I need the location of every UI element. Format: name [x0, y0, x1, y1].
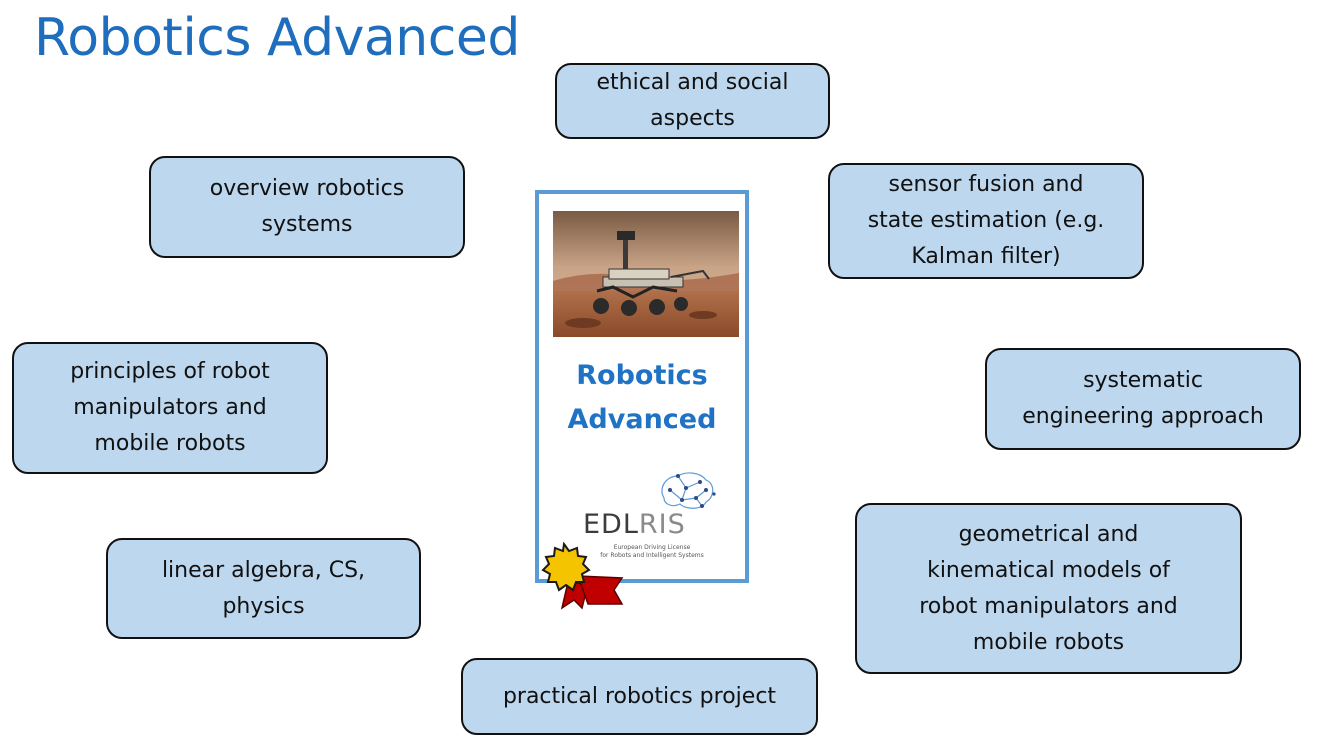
- logo-text-dark: EDL: [583, 509, 639, 540]
- topic-systematic-engineering: systematic engineering approach: [985, 348, 1301, 450]
- topic-label: overview robotics systems: [209, 176, 405, 237]
- topic-label: principles of robot manipulators and mob…: [70, 359, 270, 456]
- topic-sensor-fusion: sensor fusion and state estimation (e.g.…: [828, 163, 1144, 279]
- topic-practical-project: practical robotics project: [461, 658, 818, 735]
- edlris-logo-text: EDLRIS: [583, 509, 686, 540]
- logo-text-light: RIS: [638, 509, 686, 540]
- card-title: Robotics Advanced: [567, 360, 717, 435]
- brain-network-icon: [661, 472, 716, 509]
- topic-linear-algebra: linear algebra, CS, physics: [106, 538, 421, 639]
- topic-label: ethical and social aspects: [596, 70, 789, 131]
- course-card: Robotics Advanced EDLRIS European Drivin…: [535, 190, 749, 583]
- edlris-logo-subtitle: European Driving License for Robots and …: [600, 544, 704, 559]
- topic-principles-manipulators: principles of robot manipulators and mob…: [12, 342, 328, 474]
- page-title: Robotics Advanced: [34, 8, 520, 68]
- topic-label: linear algebra, CS, physics: [161, 557, 366, 619]
- topic-label: sensor fusion and state estimation (e.g.…: [867, 172, 1105, 269]
- topic-overview-systems: overview robotics systems: [149, 156, 465, 258]
- award-badge-icon: [541, 542, 624, 610]
- mars-rover-photo: [553, 211, 739, 337]
- topic-geometrical-kinematical: geometrical and kinematical models of ro…: [855, 503, 1242, 674]
- topic-ethical-social: ethical and social aspects: [555, 63, 830, 139]
- topic-label: geometrical and kinematical models of ro…: [919, 521, 1178, 655]
- topic-label: practical robotics project: [502, 683, 777, 709]
- topic-label: systematic engineering approach: [1022, 368, 1264, 429]
